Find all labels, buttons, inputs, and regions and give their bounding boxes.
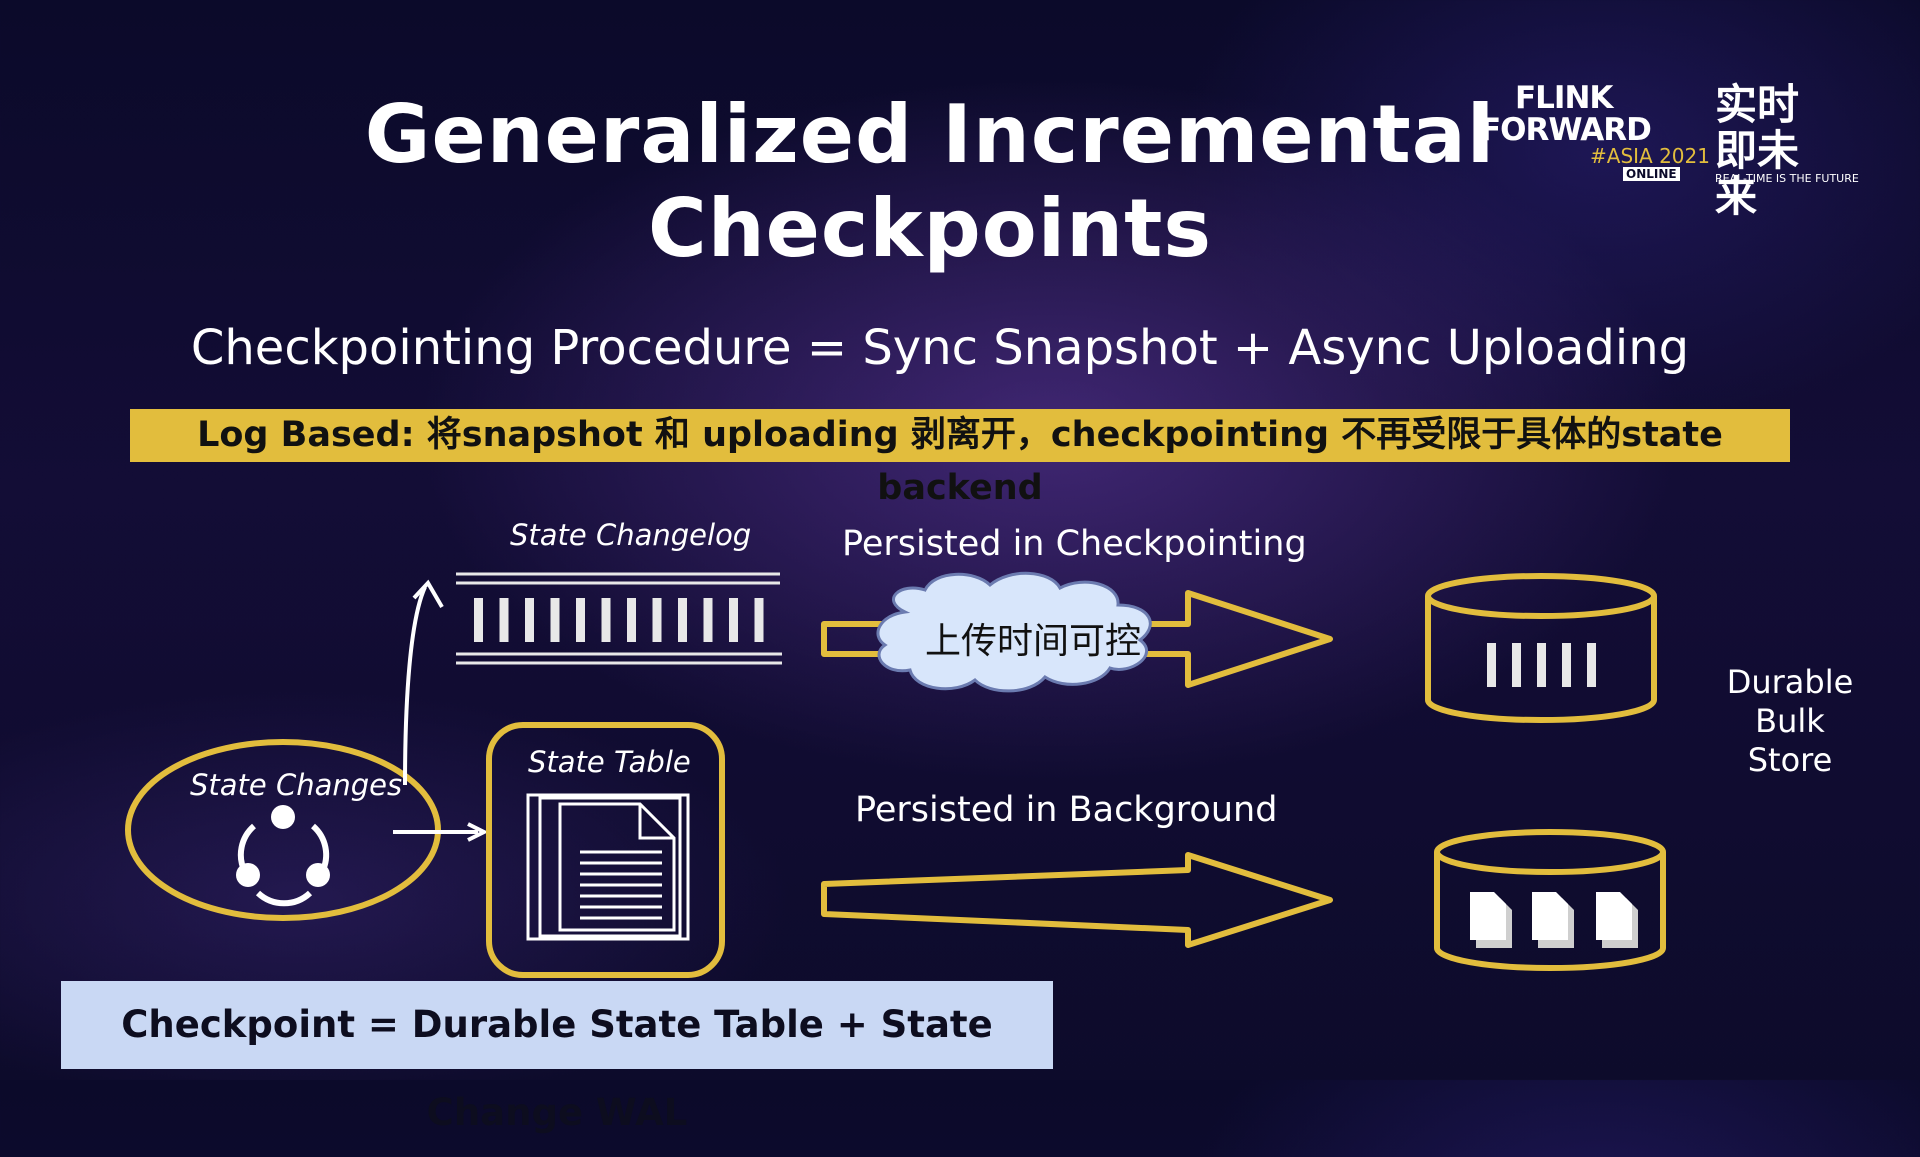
procedure-formula: Checkpointing Procedure = Sync Snapshot … — [190, 320, 1690, 376]
cloud-text: 上传时间可控 — [925, 621, 1142, 662]
changelog-bar — [703, 598, 713, 642]
logo-forward-text: FORWARD — [1480, 112, 1652, 148]
store-bar — [1512, 643, 1521, 687]
store-label-line-1: Durable — [1726, 663, 1854, 701]
persisted-checkpointing-label: Persisted in Checkpointing — [842, 524, 1307, 564]
changelog-bar — [550, 598, 560, 642]
file-icon — [1596, 892, 1638, 948]
store-bar — [1587, 643, 1596, 687]
state-table-label: State Table — [528, 745, 691, 779]
lower-store-cylinder — [1434, 829, 1666, 971]
changelog-bar — [678, 598, 687, 642]
upper-store-cylinder — [1425, 573, 1657, 723]
state-table-box — [486, 722, 725, 978]
state-changes-label: State Changes — [190, 768, 403, 802]
logo-event-text: #ASIA 2021 — [1590, 144, 1710, 168]
store-bar — [1537, 643, 1546, 687]
store-label-line-3: Store — [1747, 741, 1833, 779]
store-label-line-2: Bulk — [1755, 702, 1825, 740]
title-line-1: Generalized Incremental — [364, 88, 1496, 181]
log-based-banner: Log Based: 将snapshot 和 uploading 剥离开，che… — [130, 409, 1790, 508]
changelog-bar — [754, 598, 764, 642]
changelog-bar — [474, 598, 483, 642]
changelog-bar — [627, 598, 636, 642]
diagram-graphics — [125, 571, 1666, 978]
changelog-bar — [601, 598, 611, 642]
title-line-2: Checkpoints — [647, 182, 1212, 275]
changelog-bar — [729, 598, 738, 642]
changelog-arrow — [403, 586, 427, 786]
slide-title: Generalized Incremental Checkpoints — [300, 88, 1560, 276]
logo-chinese-text: 实时即未来 — [1715, 80, 1800, 221]
store-bar — [1487, 643, 1496, 687]
durable-bulk-store-label: Durable Bulk Store — [1700, 663, 1880, 780]
file-icon — [1532, 892, 1574, 948]
changelog-icon — [456, 572, 782, 665]
file-icon — [1470, 892, 1512, 948]
logo-flink-text: FLINK — [1515, 80, 1613, 116]
changelog-bar — [525, 598, 534, 642]
state-changelog-label: State Changelog — [510, 518, 752, 552]
changelog-bar — [652, 598, 662, 642]
store-bar — [1562, 643, 1571, 687]
lower-background-arrow — [821, 852, 1333, 948]
changelog-bar — [576, 598, 585, 642]
changelog-bar — [499, 598, 509, 642]
document-stack-icon — [526, 793, 690, 941]
logo-online-badge: ONLINE — [1623, 167, 1680, 181]
checkpoint-definition-box: Checkpoint = Durable State Table + State… — [61, 981, 1053, 1134]
persisted-background-label: Persisted in Background — [855, 790, 1278, 830]
flink-forward-logo: FLINK FORWARD #ASIA 2021 ONLINE 实时即未来 RE… — [1480, 72, 1859, 220]
cloud-shape — [876, 571, 1152, 693]
logo-tagline: REAL-TIME IS THE FUTURE — [1715, 172, 1859, 185]
